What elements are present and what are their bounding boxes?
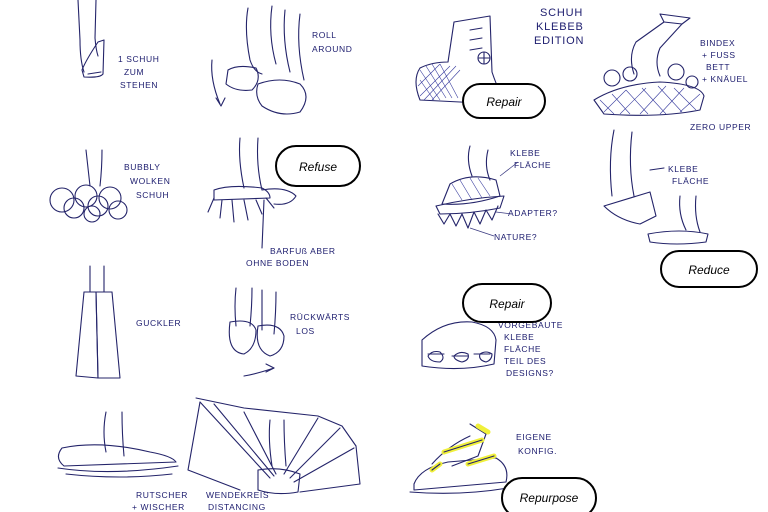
note-bubbly-shoe: BUBBLY WOLKEN SCHUH [124,162,173,200]
note-wendekreis: WENDEKREIS DISTANCING [206,490,272,512]
sketch-guckler [75,265,121,379]
sketch-own-config [409,423,509,494]
note-slider-wiper: RUTSCHER + WISCHER [132,490,191,512]
svg-text:Repurpose: Repurpose [520,491,579,505]
note-bindex-footbed: BINDEX + FUSS BETT + KNÄUEL [700,38,748,84]
note-roll-around: ROLL AROUND [312,30,352,54]
label-refuse: Refuse [275,145,361,187]
svg-text:Reduce: Reduce [688,263,730,277]
svg-text:Refuse: Refuse [299,160,337,174]
sketch-heel-pad [603,129,709,245]
note-heel-klebe: KLEBE FLÄCHE [668,164,709,186]
label-reduce: Reduce [660,250,758,288]
sketch-adapter-sandal [435,145,519,237]
sketch-barefoot-no-sole [207,137,297,249]
note-barefoot-no-sole: BARFUß ABER OHNE BODEN [246,246,339,268]
note-backwards: RÜCKWÄRTS LOS [290,312,353,336]
note-adapter-klebe: KLEBE FLÄCHE [510,148,551,170]
note-prebuilt-klebe: VORGEBAUTE KLEBE FLÄCHE TEIL DES DESIGNS… [498,320,566,378]
sketch-wendekreis [187,397,361,495]
note-nature: NATURE? [494,232,537,242]
note-guckler: GUCKLER [136,318,181,328]
label-repair-2: Repair [462,283,552,323]
note-sneaker-klebe: SCHUH KLEBEB EDITION [534,7,587,47]
sketch-slider-wiper [57,411,179,478]
note-single-shoe: 1 SCHUH ZUM STEHEN [118,54,162,90]
sketch-backwards [228,287,285,377]
svg-text:Repair: Repair [489,297,525,311]
sketch-single-shoe [77,0,105,78]
svg-text:Repair: Repair [486,95,522,109]
note-zero-upper: ZERO UPPER [690,122,751,132]
sketch-prebuilt-sole [421,321,497,370]
sketch-bindex-footbed [593,13,705,116]
note-adapter: ADAPTER? [508,208,558,218]
sketch-bubbly-shoe [49,149,128,223]
sketch-roll-around [211,5,307,115]
note-own-config: EIGENE KONFIG. [516,432,557,456]
label-repair-1: Repair [462,83,546,119]
label-repurpose: Repurpose [501,477,597,512]
